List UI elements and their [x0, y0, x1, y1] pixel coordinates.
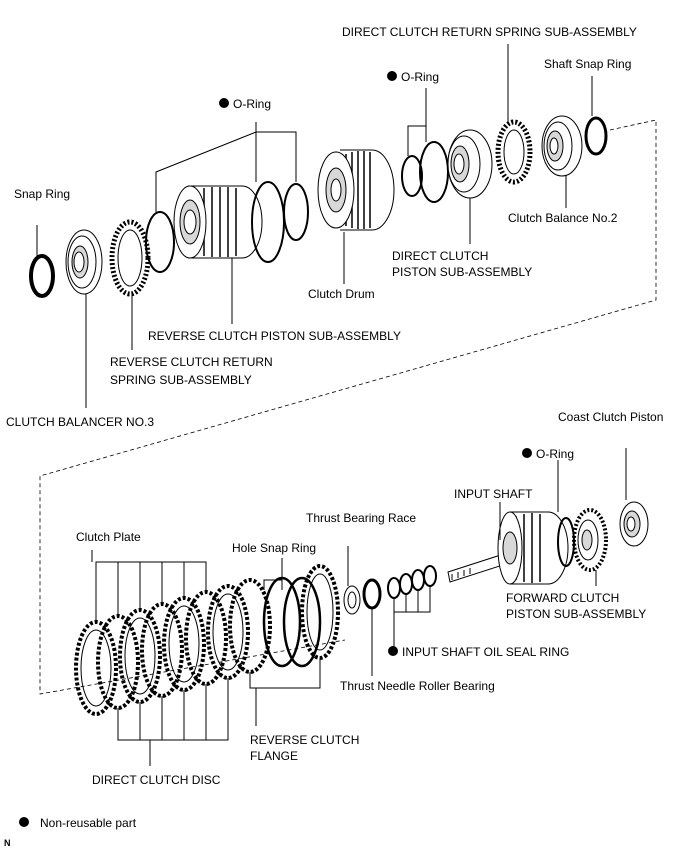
input-shaft-oil-seal-rings [387, 565, 437, 599]
clutch-drum-part [317, 149, 395, 231]
direct-piston-o-ring-small [401, 155, 423, 197]
forward-clutch-piston-part [572, 508, 608, 572]
corner-mark: N [4, 838, 11, 848]
label-reverse-clutch-piston: REVERSE CLUTCH PISTON SUB-ASSEMBLY [148, 329, 401, 343]
reverse-clutch-piston-part [173, 185, 263, 259]
clutch-balancer-no3-part [65, 229, 103, 295]
label-shaft-snap-ring: Shaft Snap Ring [544, 57, 631, 71]
non-reusable-dot-icon [19, 817, 29, 827]
label-clutch-balancer-no3: CLUTCH BALANCER NO.3 [6, 415, 154, 429]
label-thrust-needle-roller-bearing: Thrust Needle Roller Bearing [340, 679, 495, 693]
forward-clutch-o-ring-part [557, 517, 575, 567]
legend: Non-reusable part [19, 816, 137, 830]
label-o-ring-top-left: O-Ring [233, 97, 271, 111]
label-direct-clutch-piston-line2: PISTON SUB-ASSEMBLY [392, 265, 532, 279]
non-reusable-dot-icon [522, 448, 532, 458]
label-snap-ring: Snap Ring [14, 187, 70, 201]
label-input-shaft: INPUT SHAFT [454, 487, 533, 501]
label-clutch-drum: Clutch Drum [308, 287, 375, 301]
label-o-ring-top-right: O-Ring [401, 70, 439, 84]
snap-ring-part [29, 254, 55, 298]
coast-clutch-piston-part [619, 501, 649, 547]
label-reverse-clutch-return-line2: SPRING SUB-ASSEMBLY [110, 373, 252, 387]
label-hole-snap-ring: Hole Snap Ring [232, 541, 316, 555]
label-direct-clutch-disc: DIRECT CLUTCH DISC [92, 773, 221, 787]
label-o-ring-bottom: O-Ring [536, 447, 574, 461]
bottom-leader-lines [91, 448, 627, 766]
input-shaft-part [447, 511, 569, 585]
label-reverse-clutch-return-line1: REVERSE CLUTCH RETURN [110, 355, 273, 369]
shaft-snap-ring-part [584, 116, 608, 156]
non-reusable-dot-icon [219, 98, 229, 108]
label-input-shaft-oil-seal-ring: INPUT SHAFT OIL SEAL RING [402, 645, 569, 659]
assembly-dashed-outline [39, 119, 657, 695]
direct-clutch-return-spring-part [495, 119, 533, 185]
clutch-balance-no2-part [541, 115, 583, 177]
label-clutch-balance-no2: Clutch Balance No.2 [508, 211, 618, 225]
label-reverse-clutch-flange-line2: FLANGE [250, 749, 298, 763]
label-direct-clutch-piston-line1: DIRECT CLUTCH [392, 249, 488, 263]
non-reusable-dot-icon [388, 646, 398, 656]
direct-clutch-piston-part [447, 129, 493, 199]
label-forward-clutch-piston-line2: PISTON SUB-ASSEMBLY [506, 607, 646, 621]
hole-snap-ring-2 [282, 576, 322, 668]
label-coast-clutch-piston: Coast Clutch Piston [558, 410, 663, 424]
label-clutch-plate: Clutch Plate [76, 530, 141, 544]
non-reusable-dot-icon [387, 71, 397, 81]
thrust-bearing-race-part [343, 585, 361, 615]
reverse-clutch-return-spring-part [109, 219, 151, 297]
label-forward-clutch-piston-line1: FORWARD CLUTCH [506, 591, 619, 605]
label-direct-clutch-return-spring: DIRECT CLUTCH RETURN SPRING SUB-ASSEMBLY [342, 25, 637, 39]
thrust-needle-roller-bearing-part [362, 578, 382, 610]
reverse-piston-o-ring-small [145, 211, 175, 273]
legend-non-reusable-text: Non-reusable part [40, 816, 137, 830]
clutch-plate-disc-stack [74, 578, 272, 716]
label-thrust-bearing-race: Thrust Bearing Race [306, 511, 416, 525]
label-reverse-clutch-flange-line1: REVERSE CLUTCH [250, 733, 359, 747]
direct-piston-o-ring-large [419, 141, 449, 203]
top-leader-lines [36, 44, 593, 408]
reverse-piston-o-ring-outer [283, 183, 309, 241]
